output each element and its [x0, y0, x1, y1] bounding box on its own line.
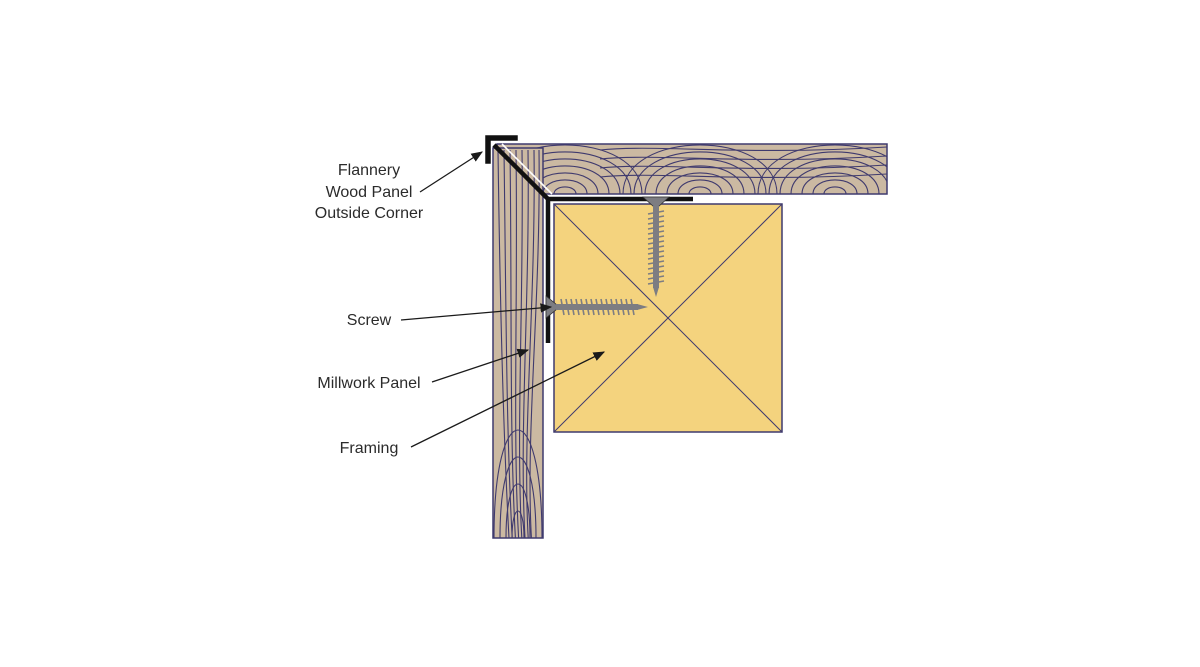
thread-line: [560, 298, 565, 316]
wood-grain-line: [644, 158, 756, 194]
thread-line: [647, 265, 665, 270]
thread-line: [615, 298, 620, 316]
thread-line: [647, 210, 665, 215]
thread-line: [600, 298, 605, 316]
wood-grain-line: [677, 179, 723, 194]
thread-line: [647, 250, 665, 255]
thread-line: [580, 298, 585, 316]
thread-line: [630, 298, 635, 316]
thread-line: [647, 270, 665, 275]
horizontal-screw-threads: [560, 298, 635, 316]
wood-grain-line: [823, 186, 847, 194]
leader-millwork-panel: [431, 348, 530, 383]
wood-grain-line: [511, 510, 525, 538]
wood-grain-line: [519, 149, 523, 538]
thread-line: [647, 275, 665, 280]
wood-grain-line: [497, 144, 643, 194]
wood-grain-line: [779, 158, 887, 194]
wood-grain-line: [599, 164, 887, 170]
framing-diagonal-2: [553, 203, 783, 433]
thread-line: [570, 298, 575, 316]
thread-line: [647, 240, 665, 245]
horizontal-panel-body: [496, 143, 888, 195]
label-millwork-panel: Millwork Panel: [317, 375, 420, 392]
label-outside-corner-line2: Wood Panel: [326, 184, 413, 201]
label-outside-corner-line3: Outside Corner: [315, 205, 424, 222]
thread-line: [647, 235, 665, 240]
wood-grain-line: [801, 172, 869, 194]
wood-grain-line: [599, 155, 887, 161]
thread-line: [647, 225, 665, 230]
wood-grain-line: [655, 165, 745, 194]
horizontal-screw-tip: [637, 304, 648, 310]
wood-grain-line: [499, 456, 537, 538]
wood-grain-line: [503, 149, 513, 538]
wood-grain-line: [622, 144, 778, 194]
label-framing: Framing: [340, 440, 399, 457]
wood-grain-line: [812, 179, 858, 194]
vertical-panel-grain: [493, 149, 543, 538]
thread-line: [647, 220, 665, 225]
wood-grain-line: [497, 149, 510, 538]
wood-grain-line: [493, 429, 543, 538]
wood-grain-line: [757, 144, 887, 194]
thread-line: [590, 298, 595, 316]
thread-line: [647, 280, 665, 285]
vertical-screw-threads: [647, 210, 665, 285]
framing: [553, 203, 783, 433]
wood-grain-line: [666, 172, 734, 194]
thread-line: [647, 230, 665, 235]
thread-line: [647, 245, 665, 250]
trim-mitre-inner-edge: [501, 143, 553, 195]
wood-grain-line: [553, 186, 577, 194]
wood-grain-line: [509, 149, 516, 538]
wood-grain-line: [768, 151, 887, 194]
horizontal-millwork-panel: [496, 143, 888, 195]
wood-grain-line: [505, 483, 531, 538]
leader-outside-corner: [419, 151, 483, 193]
wood-grain-line: [529, 149, 540, 538]
thread-line: [575, 298, 580, 316]
wood-grain-line: [515, 149, 520, 538]
wood-grain-line: [599, 173, 887, 179]
label-screw: Screw: [347, 312, 392, 329]
label-outside-corner-line1: Flannery: [338, 162, 400, 179]
thread-line: [605, 298, 610, 316]
wood-grain-line: [522, 149, 529, 538]
wood-grain-line: [526, 149, 535, 538]
thread-line: [647, 215, 665, 220]
wood-grain-line: [542, 179, 588, 194]
leader-screw: [400, 303, 553, 321]
thread-line: [647, 260, 665, 265]
leader-framing: [410, 351, 606, 448]
vertical-millwork-panel: [492, 147, 544, 539]
vertical-screw: [641, 196, 671, 297]
outside-corner-trim-outer: [485, 135, 518, 164]
thread-line: [585, 298, 590, 316]
thread-line: [610, 298, 615, 316]
thread-line: [647, 255, 665, 260]
vertical-screw-tip: [653, 287, 659, 297]
vertical-panel-body: [492, 147, 544, 539]
thread-line: [565, 298, 570, 316]
thread-line: [620, 298, 625, 316]
thread-line: [625, 298, 630, 316]
wood-grain-line: [599, 146, 887, 152]
wood-grain-line: [790, 165, 880, 194]
thread-line: [595, 298, 600, 316]
wood-grain-line: [688, 186, 712, 194]
